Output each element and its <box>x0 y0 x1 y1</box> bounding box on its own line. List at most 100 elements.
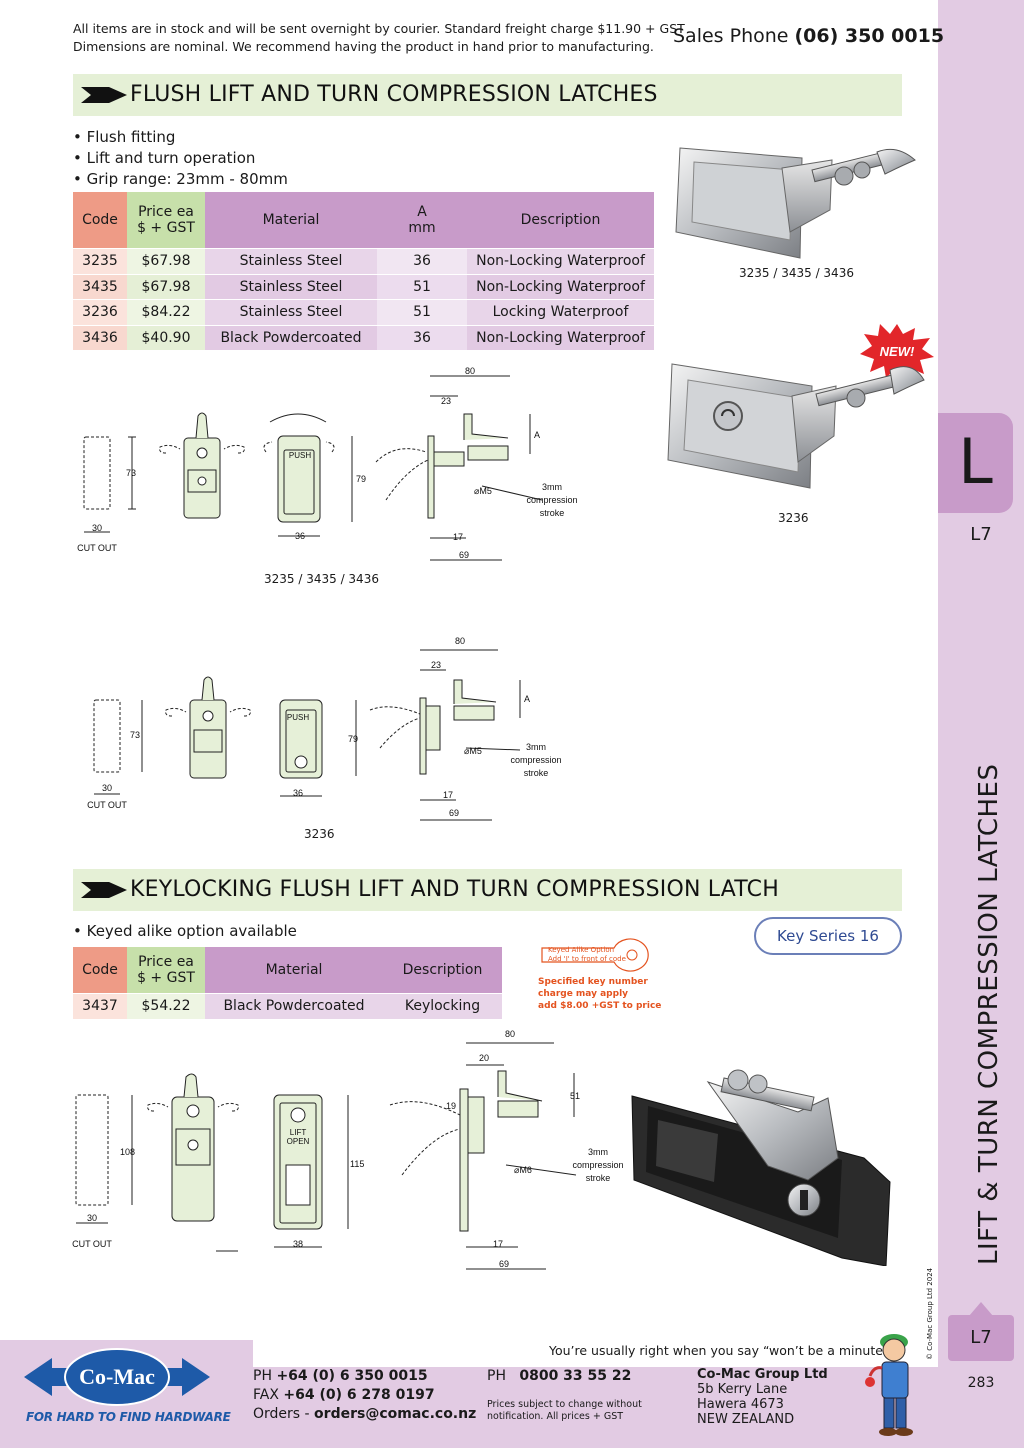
dim-label: ⌀M5 <box>464 746 482 756</box>
cell-a: 36 <box>377 248 467 274</box>
new-badge: NEW! <box>860 324 934 378</box>
dim-label: 73 <box>126 468 136 478</box>
dim-label: 69 <box>499 1259 509 1269</box>
col-header-price: Price ea$ + GST <box>127 192 205 248</box>
technical-drawing-2: 30 CUT OUT 73 79 36 PUSH 80 23 A ⌀M5 17 … <box>87 636 562 821</box>
address-line: 5b Kerry Lane <box>697 1382 788 1397</box>
dim-label: 115 <box>350 1159 364 1169</box>
copyright: © Co-Mac Group Ltd 2024 <box>926 1267 934 1360</box>
lift-label: LIFT <box>290 1128 307 1137</box>
ph2-value[interactable]: 0800 33 55 22 <box>519 1368 632 1384</box>
orders-email[interactable]: orders@comac.co.nz <box>314 1406 477 1422</box>
stock-notice: All items are in stock and will be sent … <box>73 20 685 56</box>
tagline: You’re usually right when you say “won’t… <box>549 1343 894 1358</box>
orders-label: Orders - <box>253 1406 310 1422</box>
table-row: 3235 $67.98 Stainless Steel 36 Non-Locki… <box>73 248 654 274</box>
dim-label: 17 <box>493 1239 503 1249</box>
cell-code: 3435 <box>73 273 127 299</box>
dim-label: A <box>534 430 540 440</box>
table-row: 3437 $54.22 Black Powdercoated Keylockin… <box>73 993 502 1019</box>
dim-label: 30 <box>87 1213 97 1223</box>
dim-label: 80 <box>505 1029 515 1039</box>
cell-description: Locking Waterproof <box>467 299 654 325</box>
ph2-label: PH <box>487 1368 506 1384</box>
ph-value[interactable]: +64 (0) 6 350 0015 <box>276 1368 428 1384</box>
stroke-label: compression <box>526 495 577 505</box>
dim-label: 80 <box>455 636 465 646</box>
section-tab[interactable]: L <box>938 413 1013 513</box>
page-number: 283 <box>967 1375 995 1391</box>
bottom-tab[interactable]: L7 <box>948 1315 1014 1361</box>
footer-contact: PH +64 (0) 6 350 0015 FAX +64 (0) 6 278 … <box>253 1367 476 1424</box>
fax-label: FAX <box>253 1387 279 1403</box>
cell-material: Stainless Steel <box>205 248 377 274</box>
ph-label: PH <box>253 1368 272 1384</box>
footer-freephone: PH 0800 33 55 22 <box>487 1367 631 1386</box>
technical-drawing-1: 30 CUT OUT 73 79 36 PUSH 80 23 A ⌀M5 17 … <box>77 366 578 561</box>
cell-description: Keylocking <box>383 993 502 1019</box>
product-photo-keylocking-latch <box>631 1069 891 1266</box>
fax-value[interactable]: +64 (0) 6 278 0197 <box>283 1387 435 1403</box>
logo-text: Co-Mac <box>79 1364 155 1389</box>
section-code: L7 <box>970 524 992 545</box>
cell-description: Non-Locking Waterproof <box>467 324 654 350</box>
feature-item: • Grip range: 23mm - 80mm <box>73 170 288 188</box>
dim-label: A <box>524 694 530 704</box>
key-icon <box>541 938 649 972</box>
drawing-caption: 3236 <box>304 827 335 841</box>
cell-material: Black Powdercoated <box>205 324 377 350</box>
cell-material: Stainless Steel <box>205 299 377 325</box>
key-series-badge[interactable]: Key Series 16 <box>754 917 902 955</box>
company-address: Co-Mac Group Ltd 5b Kerry Lane Hawera 46… <box>697 1367 828 1427</box>
dim-label: 80 <box>465 366 475 376</box>
technical-drawing-3: 30 CUT OUT 108 115 38 LIFT OPEN 80 20 19… <box>72 1029 624 1270</box>
comac-logo: Co-Mac <box>24 1348 210 1406</box>
dim-label: 23 <box>441 396 451 406</box>
arrow-icon <box>81 882 127 898</box>
dim-label: 51 <box>570 1091 580 1101</box>
bottom-tab-arrow <box>969 1302 993 1316</box>
sales-phone: Sales Phone(06) 350 0015 <box>673 25 944 47</box>
section-title: KEYLOCKING FLUSH LIFT AND TURN COMPRESSI… <box>130 877 779 902</box>
address-line: Hawera 4673 <box>697 1397 784 1412</box>
feature-list: • Keyed alike option available <box>73 921 297 942</box>
col-header-description: Description <box>383 947 502 993</box>
section-letter: L <box>958 425 993 498</box>
notice-line-1: All items are in stock and will be sent … <box>73 21 685 36</box>
dim-label: ⌀M6 <box>514 1165 532 1175</box>
mascot-illustration <box>865 1334 913 1436</box>
col-header-code: Code <box>73 947 127 993</box>
stroke-label: 3mm <box>526 742 546 752</box>
col-header-description: Description <box>467 192 654 248</box>
cell-price: $67.98 <box>127 273 205 299</box>
sales-number[interactable]: (06) 350 0015 <box>794 25 945 47</box>
section-heading-keylocking: KEYLOCKING FLUSH LIFT AND TURN COMPRESSI… <box>73 869 902 911</box>
dim-label: 38 <box>293 1239 303 1249</box>
dim-label: 69 <box>449 808 459 818</box>
cut-out-label: CUT OUT <box>77 543 117 553</box>
col-header-material: Material <box>205 192 377 248</box>
cell-description: Non-Locking Waterproof <box>467 273 654 299</box>
section-title: FLUSH LIFT AND TURN COMPRESSION LATCHES <box>130 82 658 107</box>
photo-caption: 3235 / 3435 / 3436 <box>739 266 854 280</box>
feature-list: • Flush fitting • Lift and turn operatio… <box>73 127 288 190</box>
sidebar-strip <box>938 0 1024 1448</box>
dim-label: 20 <box>479 1053 489 1063</box>
cell-material: Stainless Steel <box>205 273 377 299</box>
push-label: PUSH <box>289 451 311 460</box>
prices-note: Prices subject to change without notific… <box>487 1399 642 1422</box>
dim-label: 69 <box>459 550 469 560</box>
dim-label: ⌀M5 <box>474 486 492 496</box>
stroke-label: compression <box>510 755 561 765</box>
logo-tagline: FOR HARD TO FIND HARDWARE <box>26 1410 231 1424</box>
cell-a: 51 <box>377 299 467 325</box>
cell-a: 36 <box>377 324 467 350</box>
price-table-keylocking: Code Price ea$ + GST Material Descriptio… <box>73 947 502 1019</box>
dim-label: 36 <box>295 531 305 541</box>
table-row: 3236 $84.22 Stainless Steel 51 Locking W… <box>73 299 654 325</box>
table-header-row: Code Price ea$ + GST Material Descriptio… <box>73 947 502 993</box>
dim-label: 17 <box>453 532 463 542</box>
arrow-icon <box>81 87 127 103</box>
